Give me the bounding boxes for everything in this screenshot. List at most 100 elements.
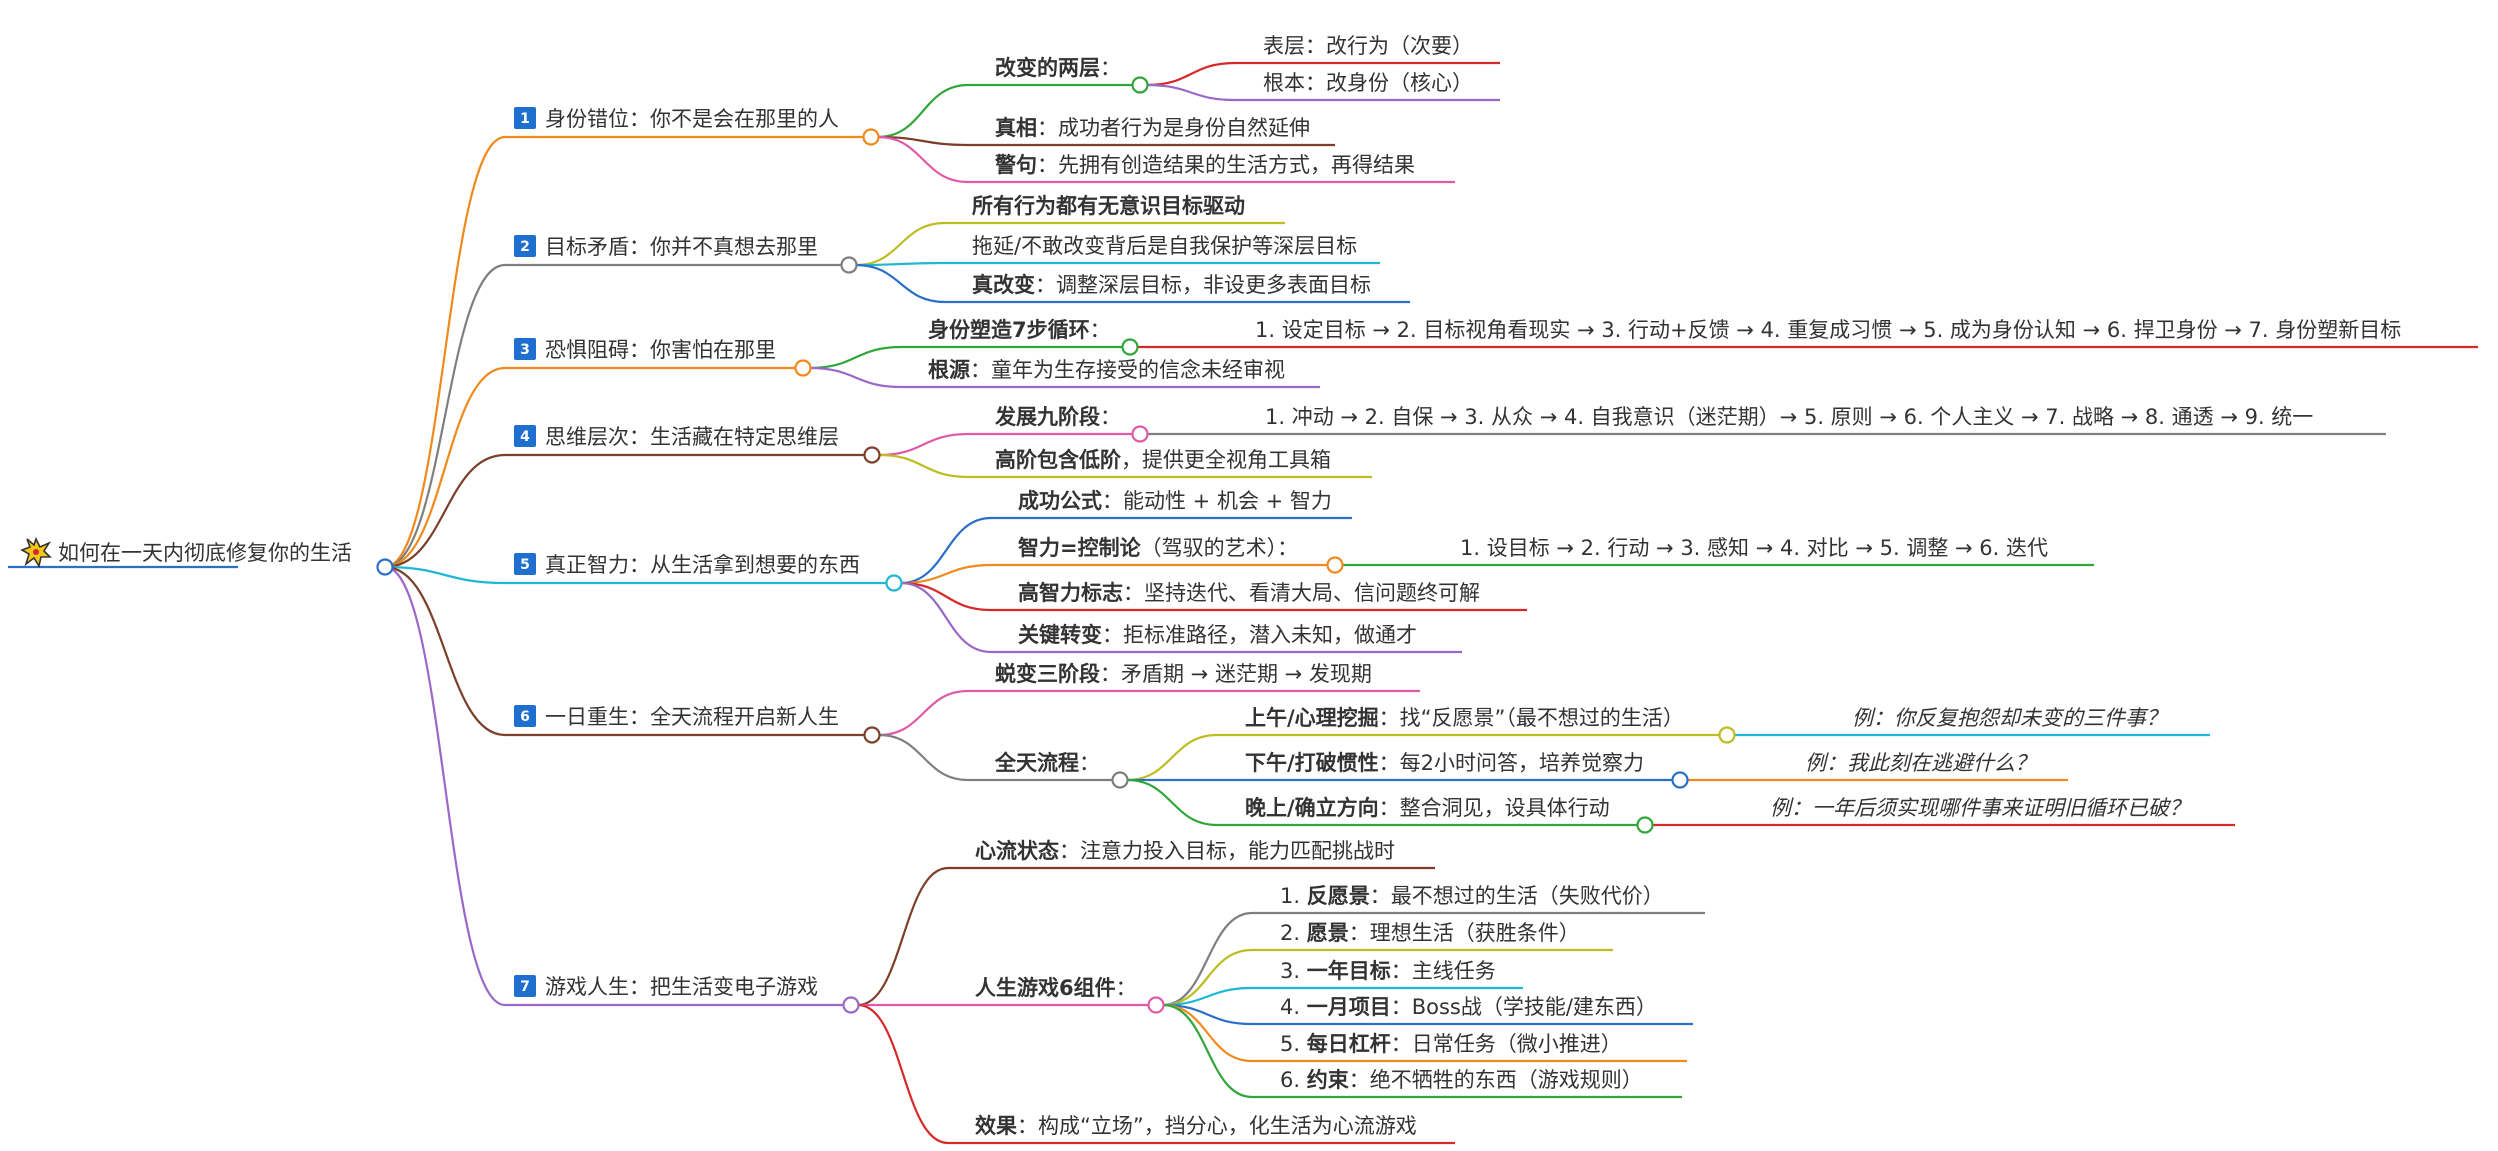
sub-7-2-5-part-0: 5. xyxy=(1280,1032,1307,1056)
example-1-part-0: 例 xyxy=(1852,706,1876,730)
branch-2-node[interactable] xyxy=(840,256,858,274)
edge-branch-4-child-1 xyxy=(878,432,969,457)
example-1: 例：你反复抱怨却未变的三件事？ xyxy=(1852,706,2167,730)
root-node[interactable] xyxy=(376,558,394,576)
branch-6-node[interactable] xyxy=(863,726,881,744)
sub-7-2-5-part-1: 每日杠杆 xyxy=(1307,1032,1391,1056)
edge-branch-2-child-1 xyxy=(855,221,946,267)
sub-6-2-1-node[interactable] xyxy=(1718,726,1736,744)
sub-5-2-1-part-0: 1. 设目标 → 2. 行动 → 3. 感知 → 4. 对比 → 5. 调整 →… xyxy=(1460,536,2048,560)
sub-3-1-1: 1. 设定目标 → 2. 目标视角看现实 → 3. 行动+反馈 → 4. 重复成… xyxy=(1255,318,2401,342)
branch-1-child-3: 警句：先拥有创造结果的生活方式，再得结果 xyxy=(994,153,1415,177)
edge-sub-7-2-6 xyxy=(1162,1003,1253,1099)
root-label: 如何在一天内彻底修复你的生活 xyxy=(58,541,352,565)
edge-branch-6-child-2 xyxy=(878,733,969,782)
branch-4-child-1-part-1: ： xyxy=(1100,405,1121,429)
edge-sub-7-2-2 xyxy=(1162,948,1253,1007)
branch-2-child-2-part-1: 拖延/不敢改变背后是自我保护等深层目标 xyxy=(972,234,1357,258)
sub-5-2-1: 1. 设目标 → 2. 行动 → 3. 感知 → 4. 对比 → 5. 调整 →… xyxy=(1460,536,2048,560)
branch-7-title: 游戏人生：把生活变电子游戏 xyxy=(545,975,818,999)
branch-1-badge-number: 1 xyxy=(520,111,530,127)
branch-7-badge: 7 xyxy=(514,975,536,997)
branch-1-child-1: 改变的两层： xyxy=(995,56,1121,80)
branch-5-node[interactable] xyxy=(885,574,903,592)
sub-6-2-1-part-1: 上午/心理挖掘 xyxy=(1245,706,1379,730)
sub-6-2-2: 下午/打破惯性：每2小时问答，培养觉察力 xyxy=(1245,751,1644,775)
edge-sub-7-2-3 xyxy=(1162,986,1253,1007)
branch-4-child-2-part-0: 高阶包含低阶 xyxy=(995,448,1122,472)
branch-7-badge-number: 7 xyxy=(520,979,530,995)
branch-6-child-2: 全天流程： xyxy=(994,751,1100,775)
branch-4-node[interactable] xyxy=(863,446,881,464)
branch-3-node[interactable] xyxy=(794,359,812,377)
branch-3-child-2-part-1: ：童年为生存接受的信念未经审视 xyxy=(970,358,1285,382)
sub-7-2-2-part-0: 2. xyxy=(1280,921,1307,945)
sub-7-2-5: 5. 每日杠杆：日常任务（微小推进） xyxy=(1280,1032,1622,1056)
branch-3-child-1-part-0: 身份塑造7步循环 xyxy=(928,318,1090,342)
branch-7-child-1-part-0: 心流状态 xyxy=(975,839,1059,863)
branch-5-child-3-part-0: 高智力标志 xyxy=(1018,581,1123,605)
branch-1-child-1-node[interactable] xyxy=(1131,76,1149,94)
branch-7-child-3-part-1: ：构成“立场”，挡分心，化生活为心流游戏 xyxy=(1017,1114,1417,1138)
underlines xyxy=(8,61,2478,1145)
branch-5-child-4: 关键转变：拒标准路径，潜入未知，做通才 xyxy=(1018,623,1417,647)
sub-1-1-1-part-0: 表层：改行为（次要） xyxy=(1263,34,1473,58)
branch-3-child-2-part-0: 根源 xyxy=(928,358,970,382)
sub-6-2-3-node[interactable] xyxy=(1636,816,1654,834)
sub-6-2-3: 晚上/确立方向：整合洞见，设具体行动 xyxy=(1245,796,1610,820)
sub-6-2-1-part-2: ：找“反愿景”（最不想过的生活） xyxy=(1379,706,1684,730)
branch-2-child-2: 拖延/不敢改变背后是自我保护等深层目标 xyxy=(972,234,1357,258)
branch-5-child-4-part-0: 关键转变 xyxy=(1018,623,1102,647)
sub-7-2-5-part-2: ：日常任务（微小推进） xyxy=(1391,1032,1622,1056)
branch-1-node[interactable] xyxy=(862,128,880,146)
branch-1-badge: 1 xyxy=(514,107,536,129)
sub-7-2-6-part-0: 6. xyxy=(1280,1068,1307,1092)
branch-7-node[interactable] xyxy=(842,996,860,1014)
edge-sub-6-2-1 xyxy=(1126,733,1218,782)
sub-6-2-2-node[interactable] xyxy=(1671,771,1689,789)
edge-root-branch-3 xyxy=(384,366,506,569)
branch-5-child-2-node[interactable] xyxy=(1326,556,1344,574)
sub-7-2-2-part-2: ：理想生活（获胜条件） xyxy=(1349,921,1580,945)
edge-root-branch-7 xyxy=(384,565,506,1007)
branch-5-child-3: 高智力标志：坚持迭代、看清大局、信问题终可解 xyxy=(1018,581,1480,605)
branch-3-title: 恐惧阻碍：你害怕在那里 xyxy=(545,338,776,362)
example-1-part-1: ：你反复抱怨却未变的三件事？ xyxy=(1873,706,2167,730)
branch-5-title-part-0: 真正智力：从生活拿到想要的东西 xyxy=(545,553,860,577)
branch-4-child-1-node[interactable] xyxy=(1131,425,1149,443)
edge-branch-3-child-2 xyxy=(809,366,902,389)
root-label-part-0: 如何在一天内彻底修复你的生活 xyxy=(58,541,352,565)
sub-7-2-3-part-2: ：主线任务 xyxy=(1391,959,1496,983)
branch-7-child-2-node[interactable] xyxy=(1147,996,1165,1014)
sub-7-2-6: 6. 约束：绝不牺牲的东西（游戏规则） xyxy=(1280,1068,1643,1092)
connectors xyxy=(384,61,1802,1145)
branch-7-child-2-part-1: ： xyxy=(1116,976,1137,1000)
edge-sub-1-1-1 xyxy=(1146,61,1236,87)
edge-branch-5-child-1 xyxy=(900,516,992,585)
sub-7-2-4: 4. 一月项目：Boss战（学技能/建东西） xyxy=(1280,995,1657,1019)
sub-7-2-2-part-1: 愿景 xyxy=(1307,921,1349,945)
branch-1-child-2-part-1: ：成功者行为是身份自然延伸 xyxy=(1037,116,1310,140)
branch-6-child-2-node[interactable] xyxy=(1111,771,1129,789)
branch-5-child-3-part-1: ：坚持迭代、看清大局、信问题终可解 xyxy=(1123,581,1480,605)
branch-1-child-3-part-1: ：先拥有创造结果的生活方式，再得结果 xyxy=(1037,153,1415,177)
edge-sub-7-2-1 xyxy=(1162,911,1253,1007)
branch-7-child-1-part-1: ：注意力投入目标，能力匹配挑战时 xyxy=(1059,839,1395,863)
branch-1-title-part-0: 身份错位：你不是会在那里的人 xyxy=(545,107,839,131)
branch-2-badge-number: 2 xyxy=(520,239,530,255)
branch-7-title-part-0: 游戏人生：把生活变电子游戏 xyxy=(545,975,818,999)
branch-1-child-1-part-1: ： xyxy=(1100,56,1121,80)
branch-2-child-3-part-0: 真改变 xyxy=(972,273,1035,297)
explosion-icon xyxy=(20,536,52,569)
edge-sub-6-2-3 xyxy=(1126,778,1218,827)
sub-7-2-6-part-1: 约束 xyxy=(1307,1068,1350,1092)
edge-branch-5-child-4 xyxy=(900,581,992,654)
example-2-part-1: ：我此刻在逃避什么？ xyxy=(1826,751,2036,775)
branch-4-child-1: 发展九阶段： xyxy=(994,405,1121,429)
example-2: 例：我此刻在逃避什么？ xyxy=(1805,751,2036,775)
sub-7-2-3-part-1: 一年目标 xyxy=(1307,959,1391,983)
branch-7-child-2: 人生游戏6组件： xyxy=(975,976,1137,1000)
branch-3-child-1-node[interactable] xyxy=(1121,338,1139,356)
branch-4-title-part-0: 思维层次：生活藏在特定思维层 xyxy=(545,425,839,449)
